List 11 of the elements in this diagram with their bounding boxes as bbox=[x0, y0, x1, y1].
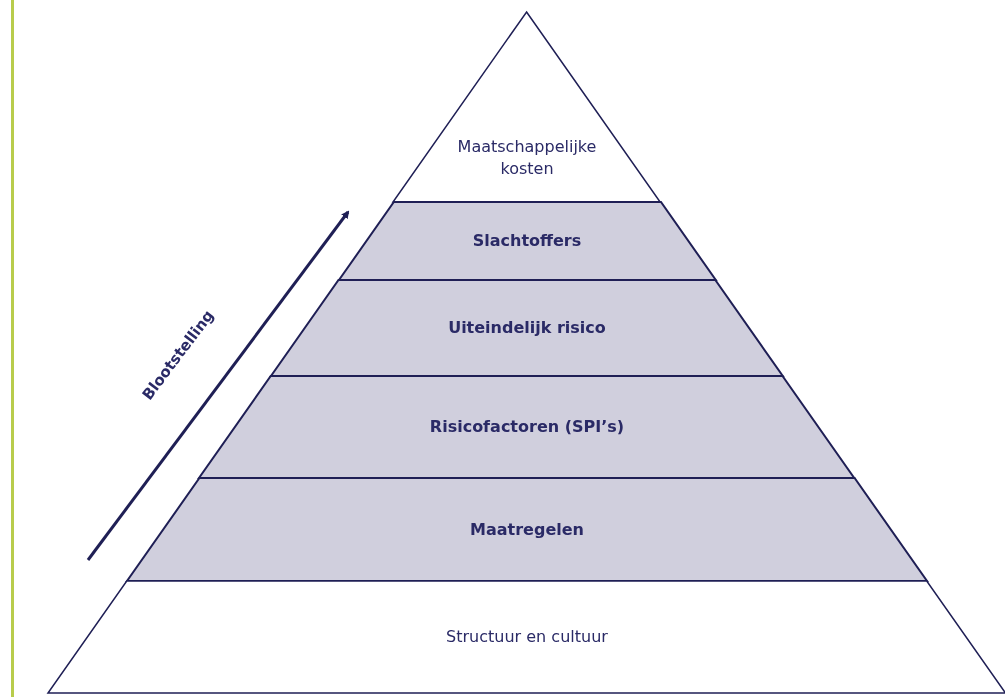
layer-label: Slachtoffers bbox=[471, 230, 583, 252]
layer-label: Maatschappelijke kosten bbox=[456, 136, 598, 180]
pyramid-layer bbox=[48, 581, 1005, 693]
layer-label: Risicofactoren (SPI’s) bbox=[428, 416, 626, 438]
pyramid-layer bbox=[338, 202, 716, 280]
pyramid-layer bbox=[127, 478, 927, 581]
layer-label: Uiteindelijk risico bbox=[447, 317, 607, 339]
layer-label: Maatregelen bbox=[469, 518, 585, 541]
pyramid-top-triangle bbox=[393, 12, 661, 202]
pyramid-layer bbox=[271, 280, 783, 376]
layer-label: Structuur en cultuur bbox=[445, 626, 609, 648]
